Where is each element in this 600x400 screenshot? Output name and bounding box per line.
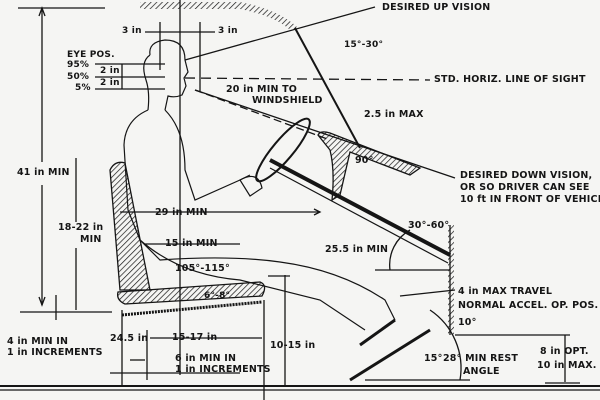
label-wheel-clearance: 2.5 in MAX	[364, 109, 424, 120]
pedals	[349, 229, 580, 384]
label-pedal-height-2: 10 in MAX.	[537, 360, 597, 371]
label-windshield-angle: 15°-30°	[344, 40, 384, 50]
label-eye-gap-1: 2 in	[100, 66, 120, 76]
steering-wheel	[255, 117, 311, 183]
label-back-height-1: 18-22 in	[58, 222, 104, 233]
label-floor-to-back: 24.5 in	[110, 333, 149, 344]
label-accel-3: 10°	[458, 317, 477, 328]
label-column-angle: 90°	[355, 155, 374, 166]
label-seat-angle: 6°-8°	[204, 291, 231, 301]
label-leg: 25.5 in MIN	[325, 244, 389, 255]
seat-cushion	[117, 281, 266, 305]
driver-figure	[123, 39, 396, 331]
label-eye-pos: EYE POS.	[67, 50, 115, 60]
horizontal-sight-line	[184, 77, 431, 81]
label-eye-50: 50%	[67, 72, 90, 82]
label-reach: 29 in MIN	[155, 207, 208, 218]
label-back-height-2: MIN	[80, 234, 102, 245]
label-accel-1: 4 in MAX TRAVEL	[458, 286, 553, 297]
firewall	[448, 225, 454, 335]
label-eye-left-offset: 3 in	[122, 26, 142, 36]
label-up-vision: DESIRED UP VISION	[382, 2, 491, 13]
seat-back	[109, 161, 151, 291]
up-vision-line	[184, 6, 376, 61]
label-seat-adj-v-1: 4 in MIN IN	[7, 336, 69, 347]
label-rest-1: 28° MIN REST	[443, 353, 519, 364]
label-rest-2: ANGLE	[463, 366, 500, 377]
label-back-angle: 105°-115°	[175, 263, 230, 274]
label-seat-depth: 15-17 in	[172, 332, 218, 343]
label-down-vision-2: OR SO DRIVER CAN SEE	[460, 182, 590, 193]
label-pedal-height-1: 8 in OPT.	[540, 346, 589, 357]
label-eye-5: 5%	[75, 83, 91, 93]
label-pedal-angle: 30°-60°	[408, 220, 450, 231]
down-vision-line	[194, 89, 456, 179]
label-eye-right-offset: 3 in	[218, 26, 238, 36]
label-down-vision-1: DESIRED DOWN VISION,	[460, 170, 593, 181]
label-eye-gap-2: 2 in	[100, 78, 120, 88]
label-seat-adj-h-2: 1 in INCREMENTS	[175, 364, 271, 375]
steering-column	[269, 158, 451, 257]
label-horizontal-sight: STD. HORIZ. LINE OF SIGHT	[434, 74, 586, 85]
label-head-height: 41 in MIN	[17, 167, 70, 178]
label-thigh: 15 in MIN	[165, 238, 218, 249]
label-seat-height: 10-15 in	[270, 340, 316, 351]
label-eye-95: 95%	[67, 60, 90, 70]
label-down-vision-3: 10 ft IN FRONT OF VEHICLE	[460, 194, 600, 205]
label-to-windshield-1: 20 in MIN TO	[226, 84, 298, 95]
label-seat-adj-v-2: 1 in INCREMENTS	[7, 347, 103, 358]
windshield	[294, 27, 361, 149]
label-accel-2: NORMAL ACCEL. OP. POS.	[458, 300, 599, 311]
label-rest-low: 15°	[424, 353, 443, 364]
label-to-windshield-2: WINDSHIELD	[252, 95, 323, 106]
label-seat-adj-h-1: 6 in MIN IN	[175, 353, 237, 364]
